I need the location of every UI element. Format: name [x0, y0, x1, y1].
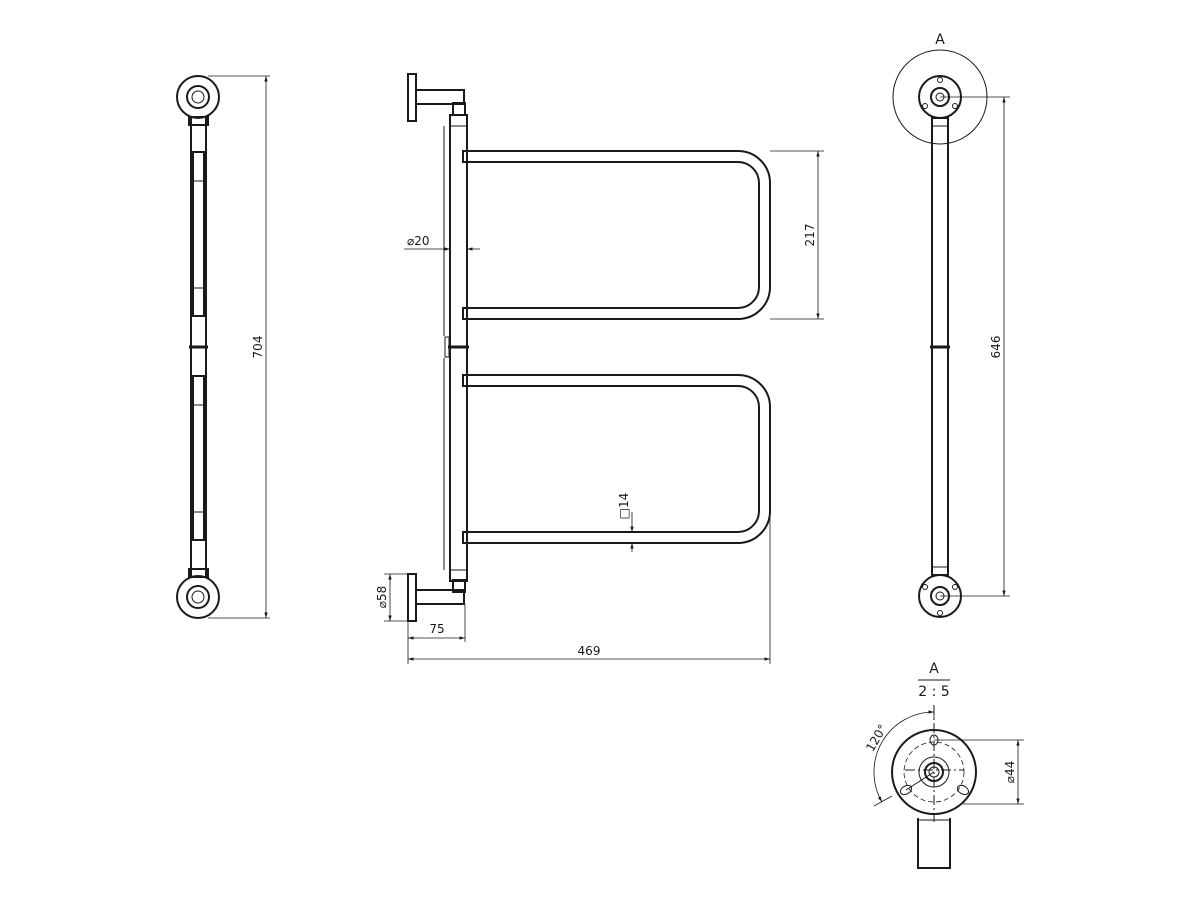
- vertical-bar-front: [188, 116, 209, 578]
- bolt-angle-dimension: 120°: [863, 706, 935, 807]
- square-bar-label: □14: [617, 493, 631, 520]
- side-view: ⌀20 217 □14 ⌀58 75: [375, 73, 824, 664]
- bracket-offset-dimension: 75: [407, 604, 466, 664]
- vertical-tube-rear: [930, 117, 950, 576]
- flange-diameter-label: ⌀58: [375, 586, 389, 609]
- square-bar-dimension: □14: [617, 493, 634, 552]
- tube-diameter-dimension: ⌀20: [404, 234, 480, 251]
- bottom-flange-front: [176, 575, 220, 619]
- view-a-label: A: [935, 32, 945, 48]
- front-view: 704: [176, 75, 270, 619]
- rear-view: A: [892, 32, 1010, 618]
- detail-a-label: A: [929, 661, 939, 677]
- detail-bolt-hole-right: [956, 784, 970, 796]
- detail-tube-stub: [917, 818, 951, 869]
- detail-a: A 2 : 5 120° ⌀44: [863, 661, 1024, 869]
- bracket-offset-label: 75: [429, 622, 444, 636]
- bottom-wall-plate: [407, 573, 417, 622]
- top-arm: [415, 89, 466, 116]
- detail-scale-label: 2 : 5: [918, 684, 949, 700]
- bolt-circle-dimension: ⌀44: [934, 739, 1024, 805]
- mount-spacing-dimension: 646: [940, 96, 1010, 597]
- loop-spacing-dimension: 217: [770, 150, 824, 320]
- height-dimension: 704: [208, 75, 270, 619]
- vertical-tube-side: [443, 114, 469, 582]
- detail-bolt-circle: [903, 741, 965, 803]
- mount-spacing-label: 646: [989, 336, 1003, 359]
- top-wall-plate: [407, 73, 417, 122]
- bolt-circle-label: ⌀44: [1003, 761, 1017, 784]
- flange-diameter-dimension: ⌀58: [375, 573, 408, 622]
- height-label: 704: [251, 336, 265, 359]
- bottom-arm: [415, 579, 466, 605]
- loop-spacing-label: 217: [803, 224, 817, 247]
- tube-diameter-label: ⌀20: [407, 234, 430, 248]
- projection-width-label: 469: [578, 644, 601, 658]
- upper-swing-arm: [462, 150, 771, 320]
- projection-width-dimension: 469: [408, 511, 771, 664]
- bolt-angle-label: 120°: [863, 722, 890, 754]
- lower-swing-arm: [462, 374, 771, 544]
- top-flange-front: [176, 75, 220, 119]
